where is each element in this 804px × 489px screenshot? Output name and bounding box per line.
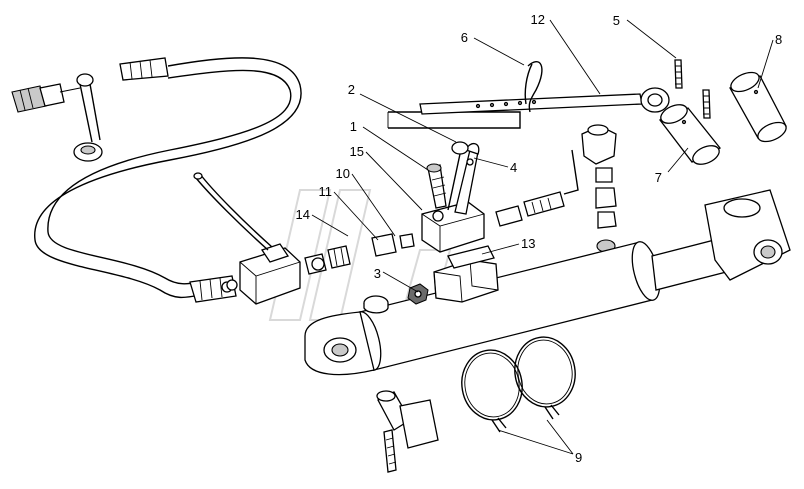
hose-clamps — [461, 336, 576, 433]
shutoff-valve-left — [193, 172, 301, 305]
callout-10: 10 — [336, 166, 350, 181]
lock-bracket — [376, 390, 439, 473]
valve-block-centre — [421, 143, 485, 253]
callout-13: 13 — [521, 236, 535, 251]
linch-pin — [524, 61, 543, 113]
quick-coupler — [11, 83, 81, 113]
pipe-elbow — [495, 124, 617, 253]
callout-2: 2 — [348, 82, 355, 97]
callout-5: 5 — [613, 13, 620, 28]
leader-lines — [311, 19, 774, 455]
callout-3: 3 — [374, 266, 381, 281]
callout-7: 7 — [655, 170, 662, 185]
roll-pins — [674, 59, 711, 119]
callout-15: 15 — [350, 144, 364, 159]
callout-11: 11 — [319, 184, 333, 199]
hydraulic-cylinder — [304, 189, 791, 376]
adjusting-rod — [419, 87, 670, 115]
callout-1: 1 — [350, 119, 357, 134]
hose-fittings — [304, 233, 415, 275]
clevis-pin-7 — [658, 104, 722, 165]
callout-4: 4 — [510, 160, 517, 175]
callout-labels: 1 2 3 4 5 6 7 8 9 10 11 12 13 14 15 — [296, 12, 783, 465]
callout-9: 9 — [575, 450, 582, 465]
callout-12: 12 — [531, 12, 545, 27]
dust-cap — [73, 73, 103, 162]
callout-8: 8 — [775, 32, 782, 47]
mounting-bracket — [433, 245, 499, 303]
callout-6: 6 — [461, 30, 468, 45]
callout-14: 14 — [296, 207, 310, 222]
clevis-pin-8 — [729, 71, 787, 143]
hydraulic-hose — [34, 57, 302, 303]
